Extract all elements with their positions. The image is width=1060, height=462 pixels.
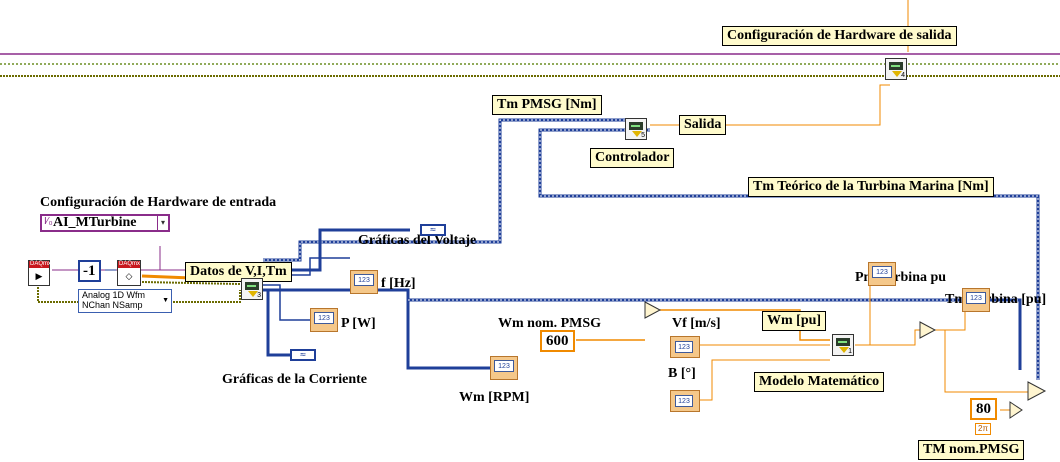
graficas-corriente-graph-icon[interactable]: ≈ [290, 349, 316, 361]
wire-pm[interactable] [855, 279, 880, 346]
label-f-hz: f [Hz] [381, 276, 416, 291]
wire-pm-div[interactable] [865, 329, 925, 346]
tm-turbina-pu-indicator[interactable]: 123 [962, 288, 990, 312]
wire-daq-error[interactable] [141, 281, 241, 285]
label-tm-teorico: Tm Teórico de la Turbina Marina [Nm] [748, 177, 994, 197]
divide-80-node[interactable] [1009, 401, 1023, 419]
multiply-node[interactable] [1027, 381, 1047, 401]
label-wm-rpm: Wm [RPM] [459, 390, 530, 405]
daqmx-read-icon[interactable]: DAQmx◇ [117, 260, 141, 286]
label-controlador: Controlador [590, 148, 675, 168]
wire-tm-pu[interactable] [935, 312, 966, 331]
ai-mturbine-ring[interactable]: I⁄₀ AI_MTurbine ▾ [40, 214, 170, 232]
wire-p[interactable] [263, 284, 310, 321]
f-hz-indicator[interactable]: 123 [350, 270, 378, 294]
divide-wm-node[interactable] [644, 301, 662, 319]
label-tm-turbina-pu: Tm Turbina [pu] [945, 292, 1047, 307]
subvi-datos-icon[interactable]: 3 [241, 278, 263, 300]
label-tm-pmsg: Tm PMSG [Nm] [492, 95, 602, 115]
label-tm-nom-pmsg: TM nom.PMSG [918, 440, 1025, 460]
label-vf: Vf [m/s] [672, 316, 721, 331]
label-datos-vitm: Datos de V,I,Tm [185, 262, 292, 282]
tm-nom-constant[interactable]: 80 [970, 398, 997, 420]
divide-tm-node[interactable] [919, 321, 937, 339]
label-graficas-corriente: Gráficas de la Corriente [222, 372, 368, 387]
wire-salida[interactable] [650, 84, 890, 126]
chevron-down-icon: ▼ [162, 297, 169, 304]
label-p-w: P [W] [341, 316, 376, 331]
two-pi-constant[interactable]: 2π [975, 423, 991, 435]
label-wm-pu: Wm [pu] [762, 311, 827, 331]
wire-tm-mult[interactable] [935, 329, 1030, 393]
p-w-indicator[interactable]: 123 [310, 308, 338, 332]
label-wm-nom-pmsg: Wm nom. PMSG [498, 316, 602, 331]
samples-constant[interactable]: -1 [78, 260, 101, 282]
graficas-voltaje-graph-icon[interactable]: ≈ [420, 224, 446, 236]
subvi-controlador-icon[interactable]: 5 [625, 118, 647, 140]
wire-corriente[interactable] [263, 288, 290, 357]
subvi-salida-icon[interactable]: 4 [885, 58, 907, 80]
label-config-salida: Configuración de Hardware de salida [722, 26, 957, 46]
wire-wm-rpm[interactable] [263, 288, 490, 370]
dropdown-icon[interactable]: ▾ [157, 216, 168, 230]
subvi-modelo-icon[interactable]: 1 [832, 334, 854, 356]
wm-nom-constant[interactable]: 600 [540, 330, 575, 352]
label-salida: Salida [679, 115, 727, 135]
pm-turbina-indicator[interactable]: 123 [868, 262, 896, 286]
label-config-entrada: Configuración de Hardware de entrada [40, 195, 277, 210]
daqmx-read-polymorphic-selector[interactable]: Analog 1D Wfm NChan NSamp ▼ [78, 289, 172, 313]
label-b-deg: B [°] [668, 366, 696, 381]
daqmx-start-icon[interactable]: DAQmx▶ [28, 260, 51, 286]
label-modelo-matematico: Modelo Matemático [754, 372, 885, 392]
label-graficas-voltaje: Gráficas del Voltaje [358, 233, 477, 248]
wm-rpm-indicator[interactable]: 123 [490, 356, 518, 380]
b-control[interactable]: 123 [670, 390, 700, 412]
wire-b[interactable] [700, 359, 830, 401]
vf-control[interactable]: 123 [670, 336, 700, 358]
